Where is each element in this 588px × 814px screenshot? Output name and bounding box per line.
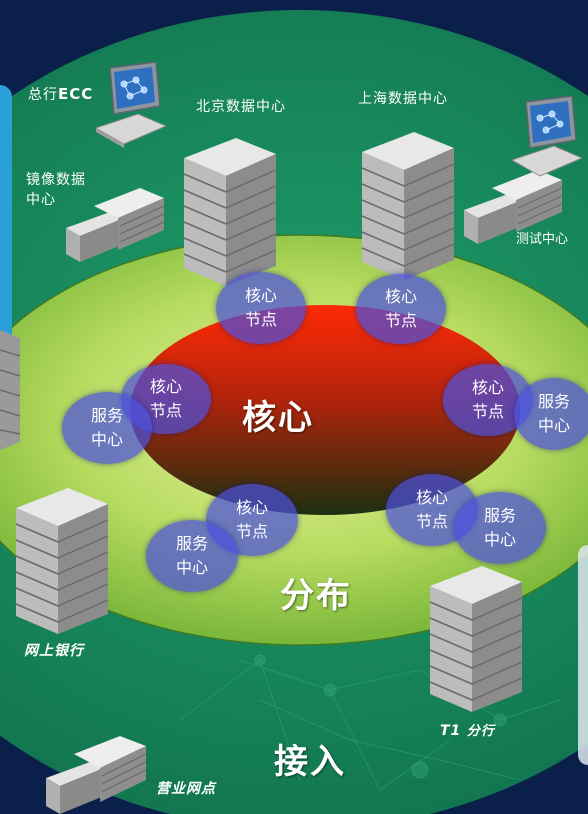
service-center-left: 服务中心 [62,392,152,464]
core-node-lower-right: 核心节点 [386,474,478,546]
test-center-label: 测试中心 [516,232,569,247]
online-bank-building-icon [15,488,109,634]
service-center-right: 服务中心 [514,378,588,450]
access-zone-label: 接入 [274,742,346,782]
right-side-panel [578,545,588,765]
online-bank-label: 网上银行 [24,643,84,659]
core-node-left: 核心节点 [121,364,211,434]
shanghai-dc-building-icon [361,132,455,280]
ecc-monitor-icon [94,62,168,148]
t1-branch-suffix: 分行 [461,724,495,739]
core-node-beijing: 核心节点 [216,272,306,344]
t1-branch-building-icon [429,566,523,712]
test-center-server-icon [464,170,563,244]
test-monitor-icon [510,96,584,177]
mirror-dc-label: 镜像数据中心 [26,172,86,208]
mirror-dc-server-icon [66,188,165,262]
network-mesh-decoration [179,654,561,791]
business-outlet-server-icon [46,736,147,814]
service-center-lower-left: 服务中心 [146,520,238,592]
shanghai-dc-label: 上海数据中心 [358,91,448,107]
core-node-shanghai: 核心节点 [356,274,446,344]
hq-ecc-prefix: 总行 [28,87,58,103]
core-zone-label: 核心 [242,398,314,438]
core-node-lower-left: 核心节点 [206,484,298,556]
service-center-lower-right: 服务中心 [454,492,546,564]
hq-ecc-suffix: ECC [58,85,94,103]
hq-ecc-label: 总行ECC [28,84,93,104]
left-side-panel [0,85,12,355]
left-partial-building-icon [0,330,21,450]
core-zone [130,305,520,515]
t1-branch-label: T1 分行 [440,720,495,739]
business-outlet-label: 营业网点 [156,781,216,797]
beijing-dc-building-icon [183,138,277,286]
beijing-dc-label: 北京数据中心 [196,99,286,115]
t1-branch-prefix: T1 [440,723,462,739]
distribution-zone-label: 分布 [280,576,352,616]
